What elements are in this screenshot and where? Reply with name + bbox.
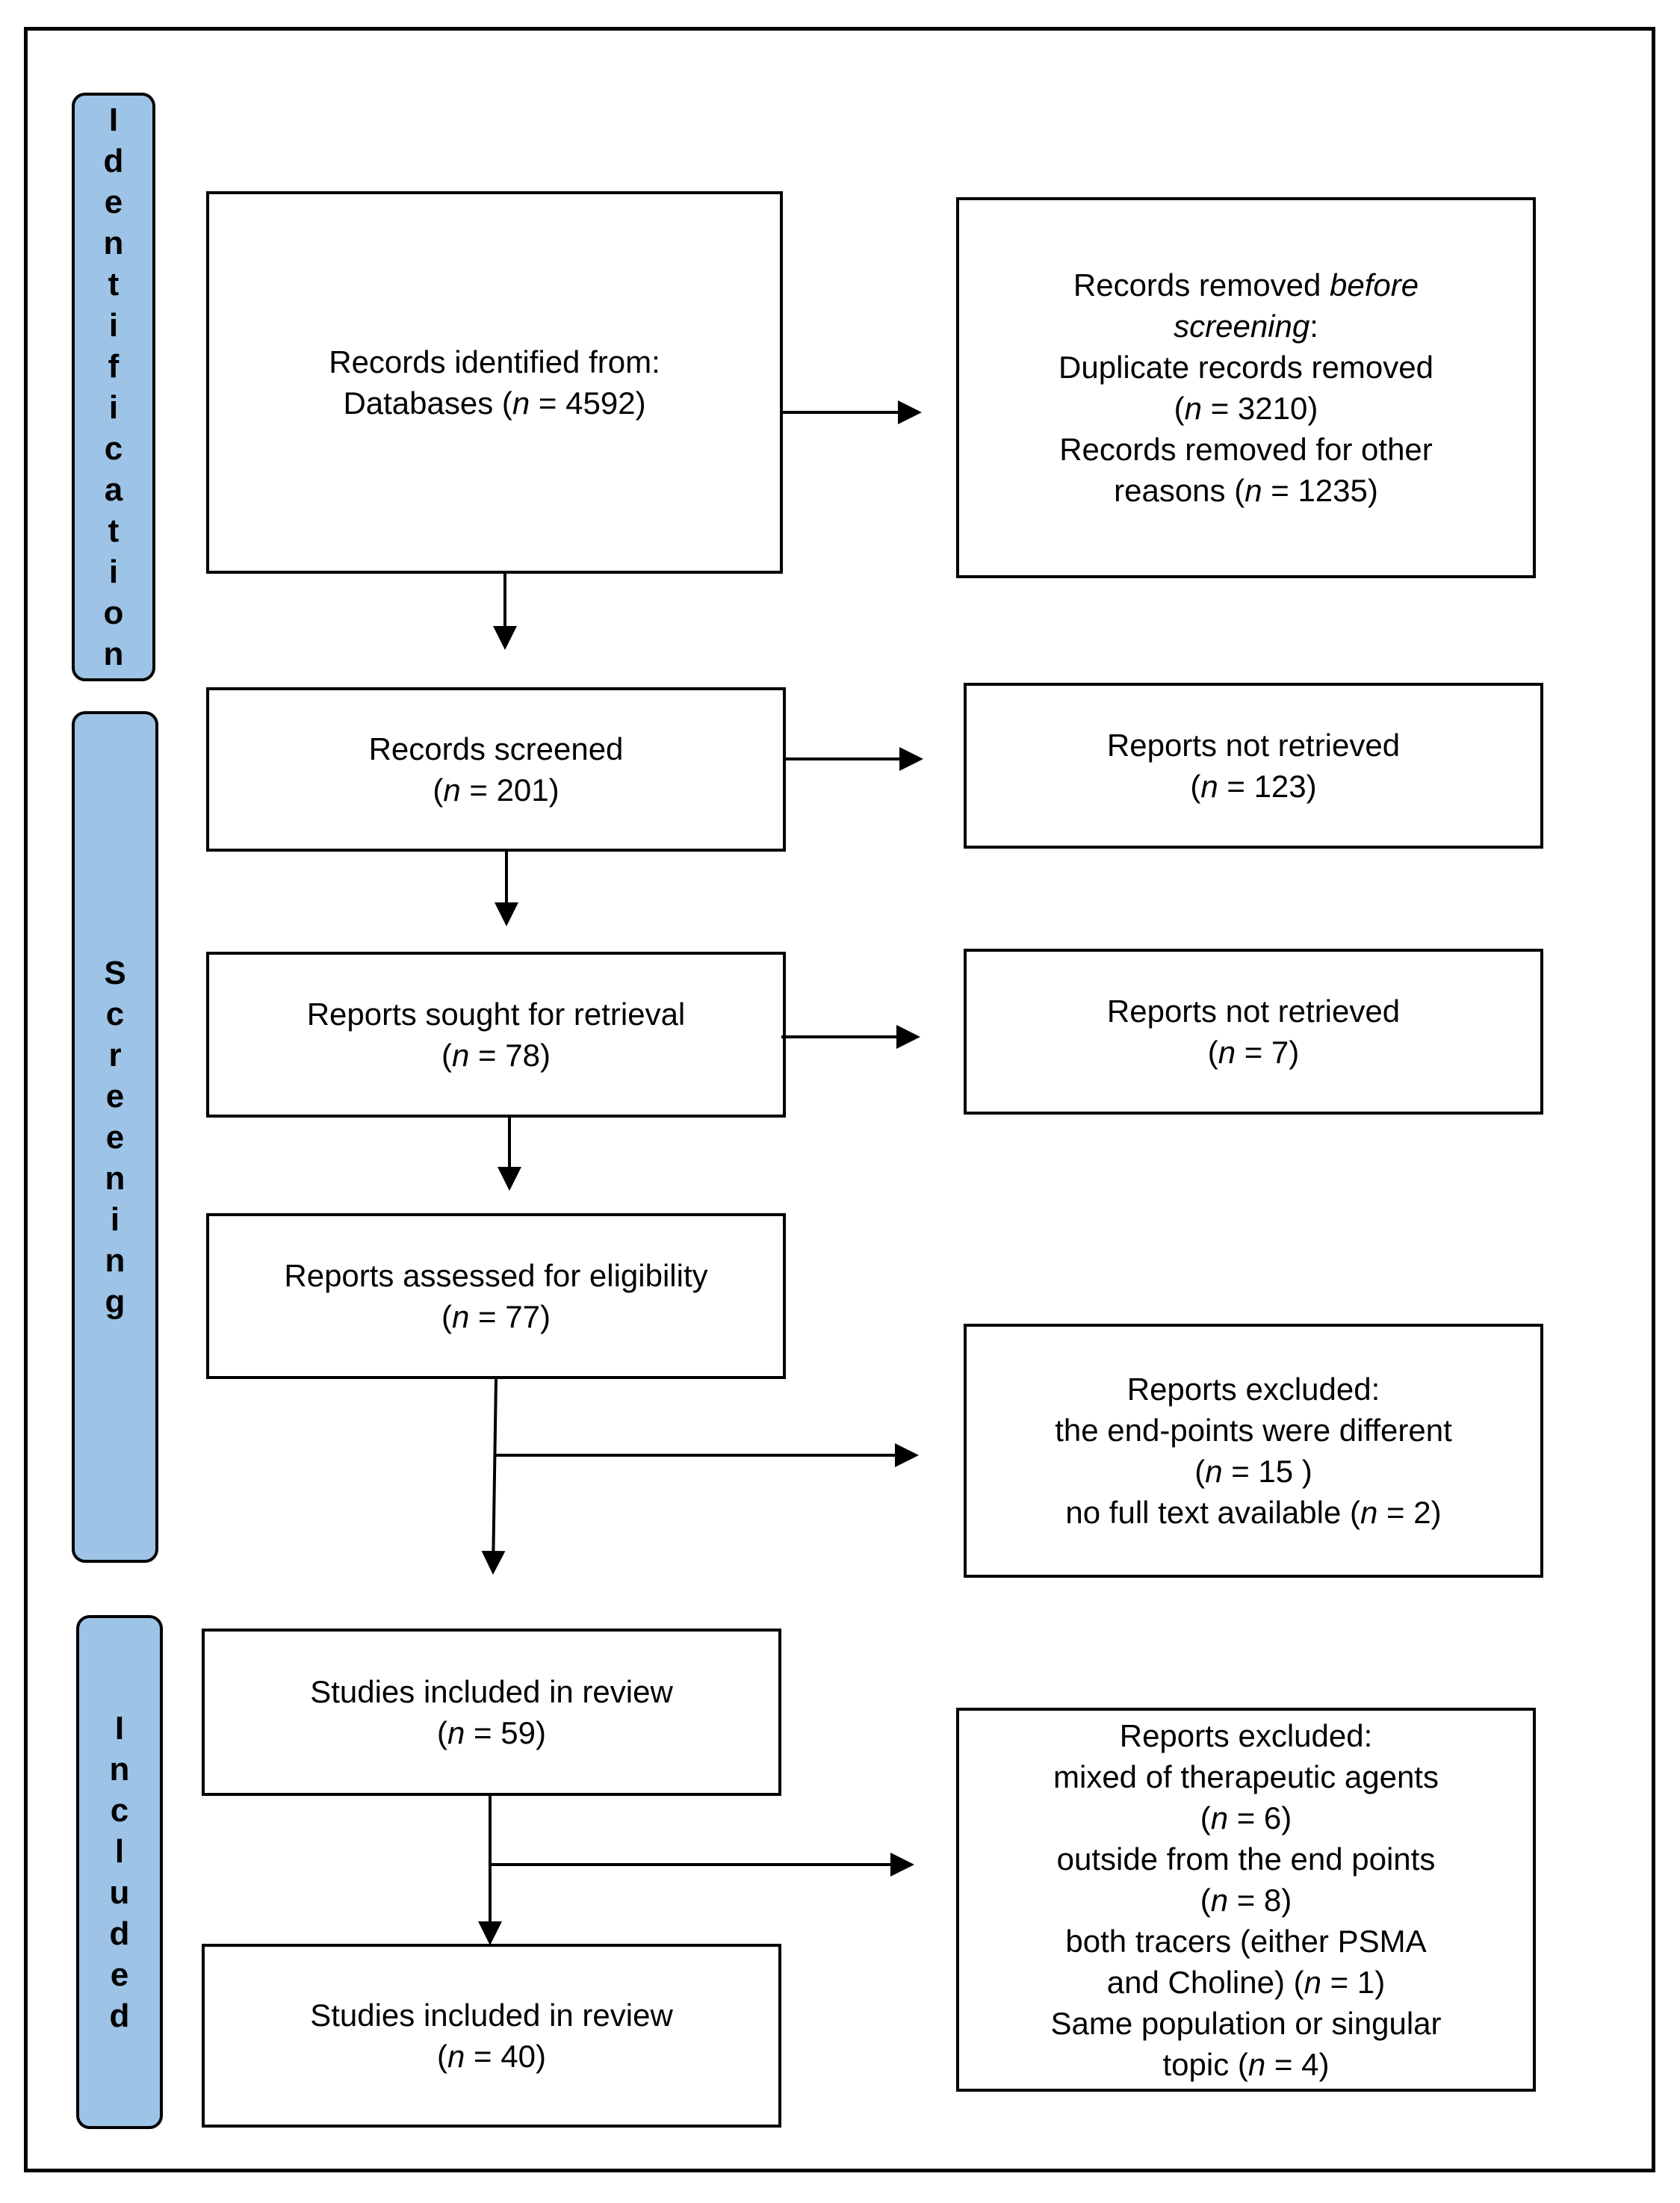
box-line: screening: <box>1174 309 1318 344</box>
phase-letter: t <box>108 512 120 549</box>
box-line: Reports excluded: <box>1126 1372 1380 1407</box>
box-line: Records screened <box>368 731 624 766</box>
box-line: Same population or singular <box>1050 2005 1442 2041</box>
phase-letter: f <box>108 348 120 385</box>
box-line: (n = 201) <box>433 772 560 808</box>
box-line: (n = 59) <box>437 1715 546 1750</box>
reports-assessed-eligibility-box: Reports assessed for eligibility (n = 77) <box>206 1213 786 1379</box>
phase-letter: c <box>110 1792 129 1829</box>
box-line: Studies included in review <box>310 1998 673 2033</box>
box-line: Reports assessed for eligibility <box>284 1258 708 1293</box>
phase-letter: i <box>108 389 119 426</box>
phase-letter: n <box>105 1242 125 1279</box>
box-line: reasons (n = 1235) <box>1114 473 1378 508</box>
box-line: Studies included in review <box>310 1674 673 1709</box>
phase-letter: e <box>105 1077 125 1115</box>
box-line: (n = 8) <box>1200 1882 1292 1918</box>
phase-letter: I <box>108 102 119 138</box>
phase-letter: n <box>103 225 124 261</box>
records-screened-box: Records screened (n = 201) <box>206 687 786 852</box>
phase-letter: n <box>109 1751 130 1788</box>
phase-letter: d <box>103 143 124 179</box>
box-line: Reports not retrieved <box>1106 994 1401 1029</box>
diagram-frame <box>24 27 1655 2172</box>
arrow-assessed-down <box>481 1378 506 1575</box>
phase-letter: o <box>103 595 124 631</box>
phase-letter: a <box>104 471 123 508</box>
box-line: (n = 7) <box>1207 1035 1300 1070</box>
phase-letter: i <box>108 554 119 590</box>
studies-included-59-box: Studies included in review (n = 59) <box>202 1629 781 1796</box>
reports-excluded-box-2: Reports excluded: mixed of therapeutic ag… <box>956 1708 1536 2092</box>
box-line: Reports not retrieved <box>1106 728 1401 763</box>
records-removed-box: Records removed before screening: Duplicat… <box>956 197 1536 578</box>
box-line: (n = 15 ) <box>1194 1454 1312 1489</box>
reports-not-retrieved-box-1: Reports not retrieved (n = 123) <box>964 683 1543 849</box>
phase-letter: e <box>104 184 123 220</box>
box-line: (n = 123) <box>1190 769 1317 804</box>
box-line: Records removed before <box>1073 267 1419 303</box>
box-line: Records removed for other <box>1059 432 1433 467</box>
box-line: Databases (n = 4592) <box>343 385 646 421</box>
phase-letter: g <box>105 1283 125 1320</box>
box-line: Duplicate records removed <box>1058 350 1433 385</box>
phase-letter: e <box>110 1956 129 1993</box>
records-identified-box: Records identified from: Databases (n = 4… <box>206 191 783 574</box>
phase-letter: t <box>108 266 120 303</box>
reports-excluded-box-1: Reports excluded: the end-points were dif… <box>964 1324 1543 1578</box>
phase-letter: r <box>108 1036 122 1073</box>
phase-letter: I <box>114 1710 125 1747</box>
phase-letter: n <box>105 1159 125 1197</box>
phase-letter: l <box>114 1833 125 1870</box>
box-line: and Choline) (n = 1) <box>1106 1964 1386 2000</box>
phase-letter: u <box>109 1874 130 1911</box>
box-line: no full text available (n = 2) <box>1065 1495 1442 1530</box>
box-line: Records identified from: <box>329 344 660 379</box>
box-line: (n = 78) <box>441 1038 551 1073</box>
box-line: (n = 77) <box>441 1299 551 1334</box>
reports-sought-retrieval-box: Reports sought for retrieval (n = 78) <box>206 952 786 1118</box>
box-line: (n = 6) <box>1200 1800 1292 1835</box>
box-line: Reports excluded: <box>1119 1717 1373 1753</box>
phase-letter: n <box>103 636 124 672</box>
phase-letter: c <box>104 430 123 467</box>
box-line: mixed of therapeutic agents <box>1053 1759 1439 1794</box>
box-line: (n = 40) <box>437 2039 546 2074</box>
phase-letter: i <box>110 1200 120 1238</box>
phase-letter: d <box>109 1998 130 2034</box>
phase-letter: e <box>105 1118 125 1156</box>
phase-letter: d <box>109 1915 130 1952</box>
box-line: (n = 3210) <box>1174 391 1318 426</box>
box-line: Reports sought for retrieval <box>306 997 686 1032</box>
phase-letter: S <box>104 954 126 991</box>
box-line: outside from the end points <box>1056 1841 1436 1877</box>
phase-letter: c <box>105 995 125 1032</box>
box-line: the end-points were different <box>1055 1413 1452 1448</box>
box-line: both tracers (either PSMA <box>1065 1923 1427 1959</box>
studies-included-40-box: Studies included in review (n = 40) <box>202 1944 781 2128</box>
reports-not-retrieved-box-2: Reports not retrieved (n = 7) <box>964 949 1543 1115</box>
box-line: topic (n = 4) <box>1162 2046 1330 2082</box>
phase-letter: i <box>108 307 119 344</box>
